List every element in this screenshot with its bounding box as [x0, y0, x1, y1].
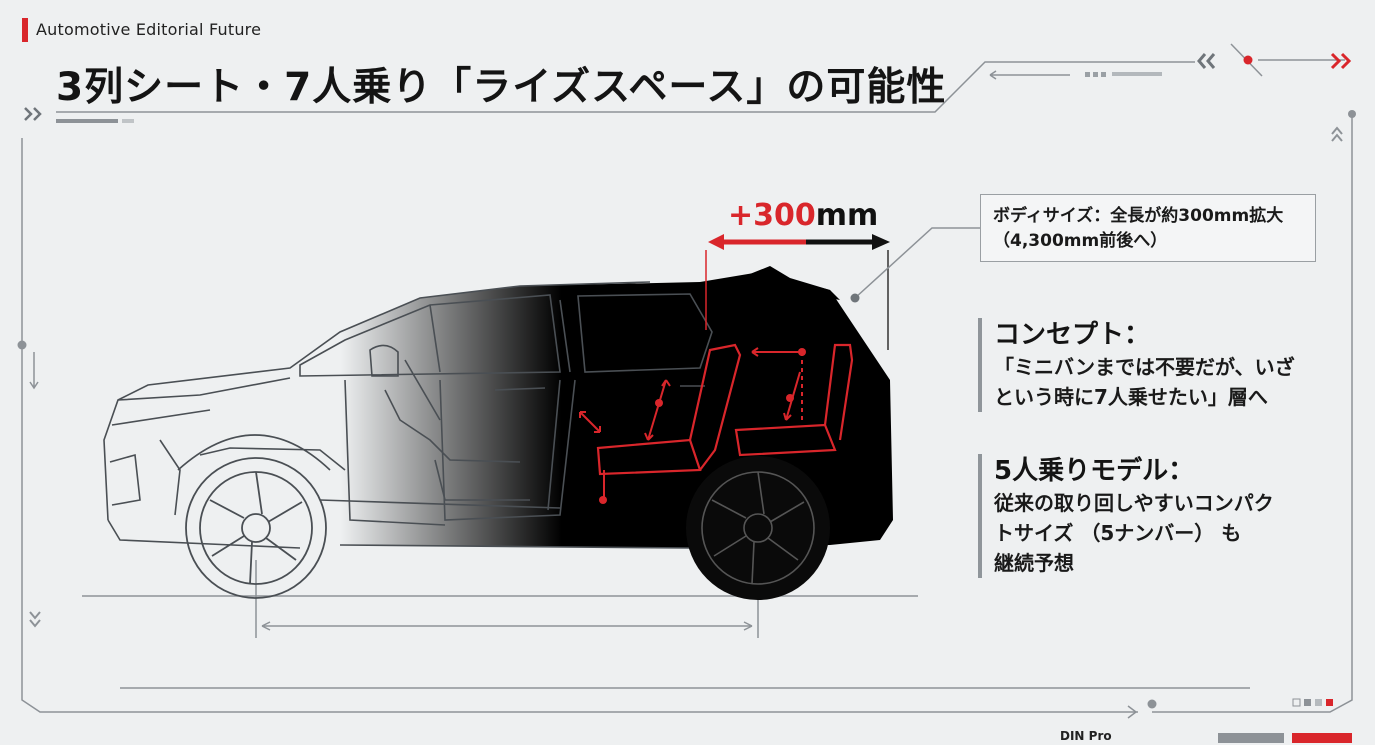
chevron-down-icon — [29, 611, 41, 628]
footer-bar-red — [1292, 733, 1352, 743]
chevron-right-small-icon — [24, 107, 42, 121]
spec-line-1: ボディサイズ：全長が約300mm拡大 — [993, 206, 1284, 226]
concept-line: という時に7人乗せたい」層へ — [994, 385, 1268, 409]
chevron-up-icon — [1331, 126, 1343, 142]
brand-accent-bar — [22, 18, 28, 42]
extension-value: +300 — [728, 198, 816, 233]
brand-label: Automotive Editorial Future — [36, 20, 262, 39]
extension-dimension-label: +300mm — [728, 198, 878, 233]
spec-line-2: （4,300mm前後へ） — [993, 231, 1168, 251]
body-size-callout: ボディサイズ：全長が約300mm拡大 （4,300mm前後へ） — [980, 194, 1316, 262]
footer-bar-gray — [1218, 733, 1284, 743]
chevron-left-icon — [1197, 53, 1216, 69]
concept-line: 「ミニバンまでは不要だが、いざ — [994, 355, 1295, 379]
extension-unit: mm — [815, 198, 879, 233]
concept-heading: コンセプト： — [994, 320, 1151, 350]
footer-font-label: DIN Pro — [1060, 729, 1112, 743]
model-line: 継続予想 — [994, 551, 1074, 575]
concept-block: コンセプト： 「ミニバンまでは不要だが、いざ という時に7人乗せたい」層へ — [978, 318, 1354, 412]
model-heading: 5人乗りモデル： — [994, 456, 1195, 486]
page-title: 3列シート・7人乗り「ライズスペース」の可能性 — [56, 65, 947, 110]
chevron-right-icon — [1330, 52, 1352, 70]
model-line: 従来の取り回しやすいコンパク — [994, 491, 1274, 515]
car-diagram — [103, 227, 980, 600]
model-block: 5人乗りモデル： 従来の取り回しやすいコンパク トサイズ （5ナンバー） も 継… — [978, 454, 1354, 578]
model-line: トサイズ （5ナンバー） も — [994, 521, 1242, 545]
